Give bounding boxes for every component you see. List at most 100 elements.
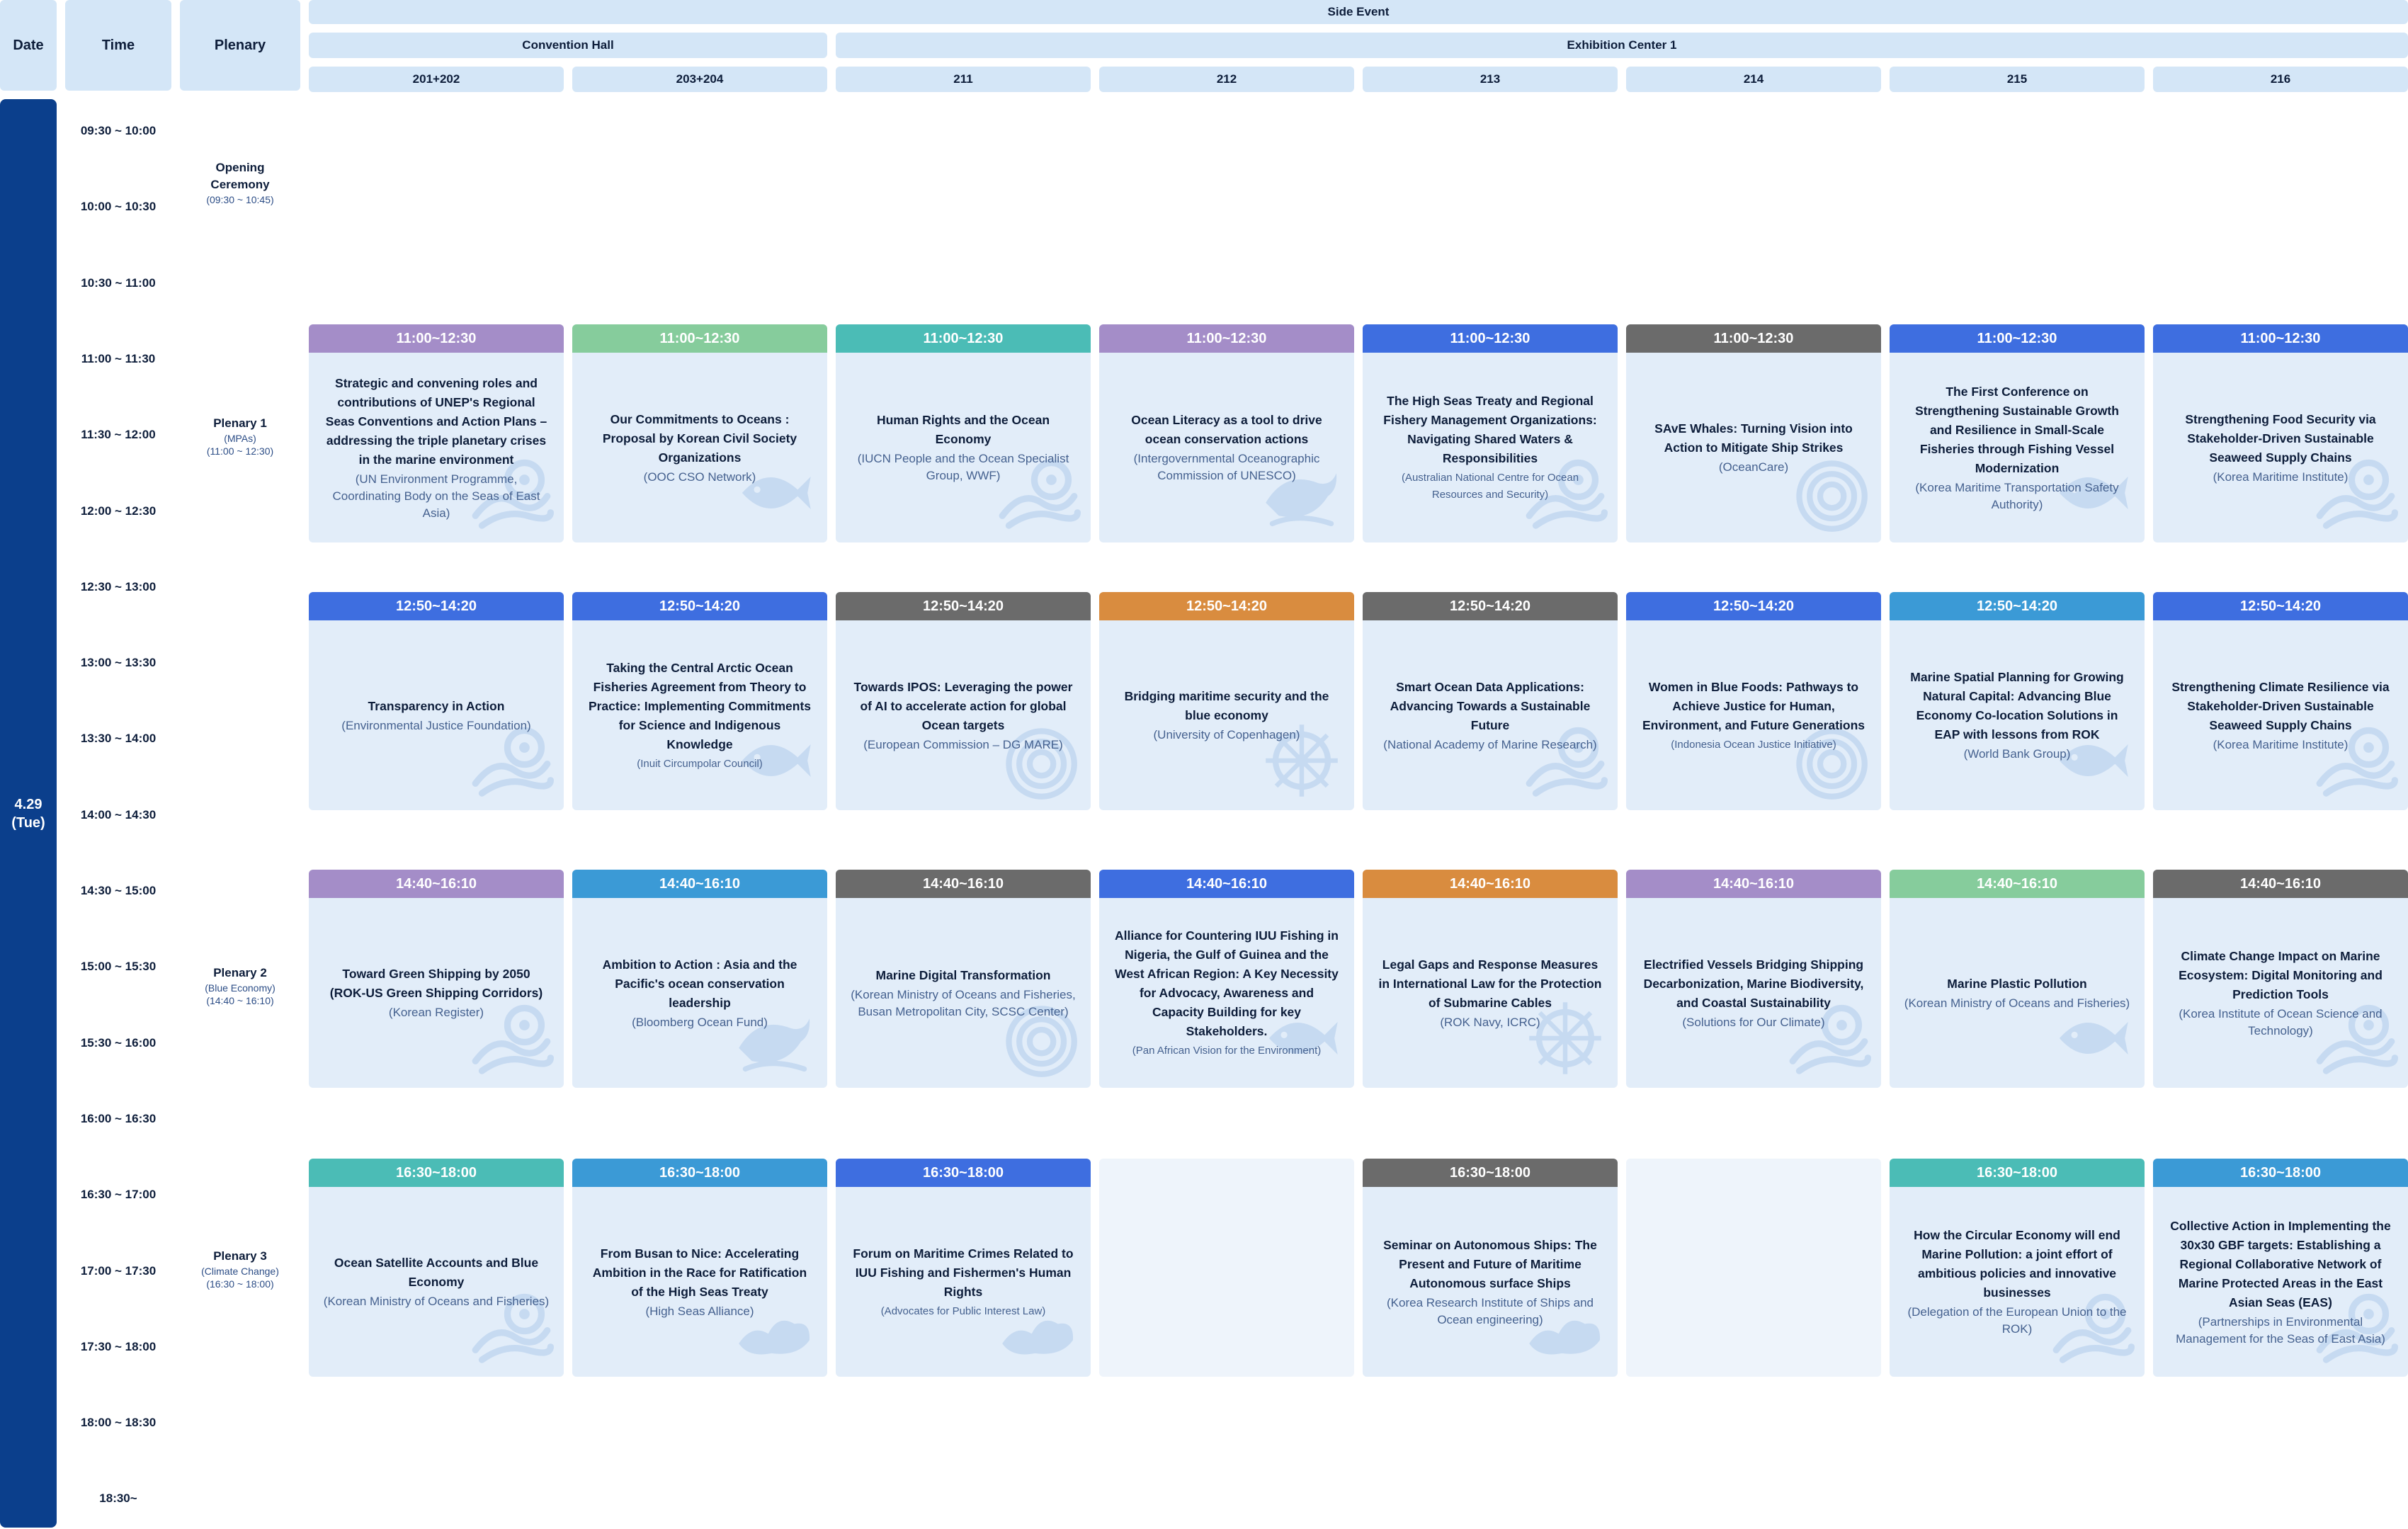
- room-label: 211: [953, 72, 973, 86]
- plenary-subtitle: (Climate Change) (16:30 ~ 18:00): [201, 1266, 279, 1290]
- room-header-6: 214: [1626, 67, 1881, 92]
- wave-swirl-icon: [2313, 450, 2398, 535]
- spiral-icon: [1786, 718, 1871, 803]
- room-header-2: 203+204: [572, 67, 827, 92]
- room-header-5: 213: [1363, 67, 1618, 92]
- session-body: Ocean Literacy as a tool to drive ocean …: [1099, 353, 1354, 542]
- helm-icon: [1523, 996, 1608, 1081]
- session-time-bar: 11:00~12:30: [1890, 324, 2145, 353]
- session-body: From Busan to Nice: Accelerating Ambitio…: [572, 1187, 827, 1377]
- session-time-bar: 12:50~14:20: [2153, 592, 2408, 620]
- wave-swirl-icon: [469, 450, 554, 535]
- session-organizer: (Korea Maritime Institute): [2213, 737, 2349, 751]
- session-time-bar: 14:40~16:10: [2153, 870, 2408, 898]
- time-slot-label: 14:00 ~ 14:30: [80, 807, 157, 822]
- session-body: Toward Green Shipping by 2050 (ROK-US Gr…: [309, 898, 564, 1088]
- session-organizer: (Korean Ministry of Oceans and Fisheries…: [1904, 996, 2130, 1010]
- wave-swirl-icon: [469, 1285, 554, 1370]
- wave-swirl-icon: [1523, 450, 1608, 535]
- session-title: Ocean Satellite Accounts and Blue Econom…: [334, 1256, 539, 1289]
- time-slot-label: 18:00 ~ 18:30: [80, 1416, 157, 1430]
- session-title: Strategic and convening roles and contri…: [325, 375, 547, 467]
- session-body: Our Commitments to Oceans : Proposal by …: [572, 353, 827, 542]
- time-slot-label: 13:30 ~ 14:00: [80, 732, 157, 746]
- session-title: Transparency in Action: [368, 698, 505, 713]
- session-body: Transparency in Action(Environmental Jus…: [309, 620, 564, 810]
- plenary-0[interactable]: Opening Ceremony(09:30 ~ 10:45): [180, 159, 300, 206]
- spiral-icon: [996, 996, 1081, 1081]
- cloud-wave-icon: [996, 1285, 1081, 1370]
- session-organizer: (Korean Register): [388, 1006, 484, 1019]
- time-slot-label: 10:00 ~ 10:30: [80, 200, 157, 214]
- session-body: Legal Gaps and Response Measures in Inte…: [1363, 898, 1618, 1088]
- session-title: Forum on Maritime Crimes Related to IUU …: [853, 1246, 1074, 1299]
- cloud-wave-icon: [732, 1285, 817, 1370]
- session-time-bar: 14:40~16:10: [1626, 870, 1881, 898]
- fish-icon: [2050, 996, 2135, 1081]
- wave-swirl-icon: [2050, 1285, 2135, 1370]
- plenary-1[interactable]: Plenary 1(MPAs) (11:00 ~ 12:30): [180, 415, 300, 457]
- room-header-7: 215: [1890, 67, 2145, 92]
- session-title: Bridging maritime security and the blue …: [1124, 689, 1329, 722]
- room-label: 216: [2270, 72, 2291, 86]
- session-time-bar: 16:30~18:00: [1363, 1159, 1618, 1187]
- plenary-3[interactable]: Plenary 3(Climate Change) (16:30 ~ 18:00…: [180, 1248, 300, 1290]
- session-organizer: (OceanCare): [1718, 460, 1789, 474]
- session-organizer: (ROK Navy, ICRC): [1440, 1015, 1540, 1029]
- time-slot-label: 15:00 ~ 15:30: [80, 960, 157, 974]
- session-title: Our Commitments to Oceans : Proposal by …: [602, 411, 797, 465]
- session-time-bar: 14:40~16:10: [572, 870, 827, 898]
- whale-icon: [732, 996, 817, 1081]
- session-body: Strengthening Food Security via Stakehol…: [2153, 353, 2408, 542]
- session-time-bar: 14:40~16:10: [1363, 870, 1618, 898]
- session-time-bar: 16:30~18:00: [1890, 1159, 2145, 1187]
- time-slot-label: 12:30 ~ 13:00: [80, 579, 157, 593]
- session-organizer: (Korea Institute of Ocean Science and Te…: [2179, 1006, 2383, 1038]
- session-organizer: (Australian National Centre for Ocean Re…: [1401, 472, 1579, 501]
- session-body: Bridging maritime security and the blue …: [1099, 620, 1354, 810]
- session-organizer: (OOC CSO Network): [643, 470, 756, 484]
- session-time-bar: 16:30~18:00: [836, 1159, 1091, 1187]
- plenary-2[interactable]: Plenary 2(Blue Economy) (14:40 ~ 16:10): [180, 965, 300, 1007]
- session-body: Seminar on Autonomous Ships: The Present…: [1363, 1187, 1618, 1377]
- session-title: Strengthening Food Security via Stakehol…: [2185, 411, 2376, 465]
- whale-icon: [1259, 450, 1344, 535]
- session-time-bar: 14:40~16:10: [1890, 870, 2145, 898]
- time-header-label: Time: [101, 37, 135, 53]
- session-time-bar: 16:30~18:00: [572, 1159, 827, 1187]
- session-body: Forum on Maritime Crimes Related to IUU …: [836, 1187, 1091, 1377]
- room-label: 201+202: [412, 72, 460, 86]
- session-time-bar: 12:50~14:20: [836, 592, 1091, 620]
- session-title: Seminar on Autonomous Ships: The Present…: [1383, 1237, 1597, 1290]
